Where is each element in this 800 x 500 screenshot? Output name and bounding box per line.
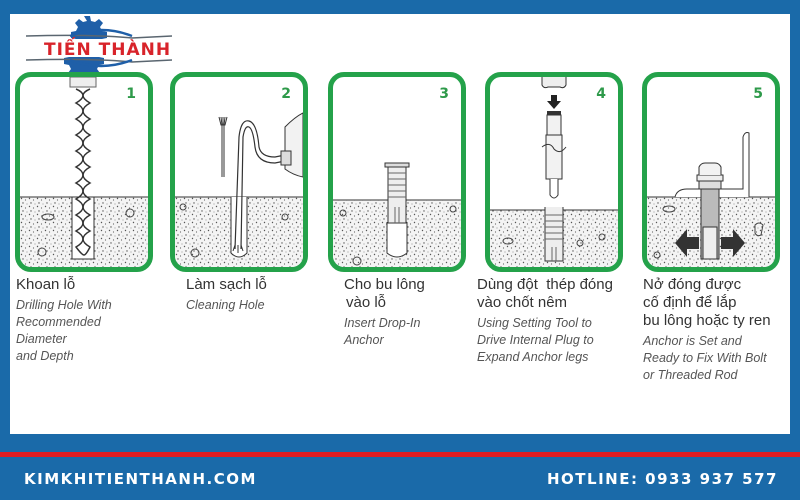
caption-line: Anchor: [344, 333, 384, 347]
caption-desc-en: Anchor is Set and Ready to Fix With Bolt…: [643, 333, 793, 384]
step-panel-2: 2: [170, 72, 308, 272]
vacuum-brush-icon: [175, 112, 303, 267]
step-panel-1: 1: [15, 72, 153, 272]
hotline-text[interactable]: HOTLINE: 0933 937 577: [546, 470, 778, 488]
brand-logo: TIẾN THÀNH: [22, 14, 182, 76]
caption-desc-en: Cleaning Hole: [186, 297, 346, 314]
fixed-bolt-icon: [647, 132, 775, 267]
caption-line: Drive Internal Plug to: [477, 333, 594, 347]
step-caption-2: Làm sạch lỗ Cleaning Hole: [186, 276, 346, 314]
footer-divider: [0, 452, 800, 457]
caption-line: Insert Drop-In: [344, 316, 421, 330]
caption-line: cố định để lắp: [643, 294, 737, 311]
website-link[interactable]: KIMKHITIENTHANH.COM: [24, 470, 257, 488]
caption-desc-en: Insert Drop-In Anchor: [344, 315, 504, 349]
logo-text: TIẾN THÀNH: [44, 40, 172, 60]
caption-line: Expand Anchor legs: [477, 350, 589, 364]
caption-line: Drilling Hole With: [16, 298, 112, 312]
caption-desc-en: Drilling Hole With Recommended Diameter …: [16, 297, 176, 365]
step-caption-1: Khoan lỗ Drilling Hole With Recommended …: [16, 276, 176, 365]
caption-title-vi: Dùng đột thép đóng vào chốt nêm: [477, 276, 647, 312]
caption-line: or Threaded Rod: [643, 368, 738, 382]
caption-title-vi: Làm sạch lỗ: [186, 276, 267, 293]
drill-bit-icon: [20, 77, 148, 267]
step-caption-3: Cho bu lông vào lỗ Insert Drop-In Anchor: [344, 276, 504, 349]
step-number: 4: [596, 86, 606, 102]
caption-title-vi: Khoan lỗ: [16, 276, 76, 293]
step-panel-5: 5: [642, 72, 780, 272]
step-number: 3: [439, 86, 449, 102]
caption-line: Ready to Fix With Bolt: [643, 351, 767, 365]
step-caption-5: Nở đóng được cố định để lắp bu lông hoặc…: [643, 276, 793, 384]
caption-line: Using Setting Tool to: [477, 316, 592, 330]
caption-line: Cleaning Hole: [186, 298, 265, 312]
step-caption-4: Dùng đột thép đóng vào chốt nêm Using Se…: [477, 276, 647, 366]
caption-line: and Depth: [16, 349, 74, 363]
caption-line: bu lông hoặc ty ren: [643, 312, 771, 329]
caption-line: vào chốt nêm: [477, 294, 568, 311]
step-panel-4: 4: [485, 72, 623, 272]
caption-title-vi: Nở đóng được cố định để lắp bu lông hoặc…: [643, 276, 793, 330]
caption-line: Nở đóng được: [643, 276, 742, 293]
step-number: 2: [281, 86, 291, 102]
caption-line: Anchor is Set and: [643, 334, 742, 348]
setting-tool-icon: [490, 77, 618, 267]
drop-in-anchor-icon: [333, 162, 461, 267]
caption-line: Dùng đột thép đóng: [477, 276, 613, 293]
caption-title-vi: Cho bu lông vào lỗ: [344, 276, 504, 312]
step-number: 1: [126, 86, 136, 102]
caption-line: Recommended: [16, 315, 101, 329]
caption-line: Diameter: [16, 332, 67, 346]
gear-icon: [25, 16, 173, 76]
caption-line: vào lỗ: [346, 294, 387, 311]
caption-desc-en: Using Setting Tool to Drive Internal Plu…: [477, 315, 647, 366]
step-number: 5: [753, 86, 763, 102]
step-panel-3: 3: [328, 72, 466, 272]
caption-line: Cho bu lông: [344, 276, 425, 293]
